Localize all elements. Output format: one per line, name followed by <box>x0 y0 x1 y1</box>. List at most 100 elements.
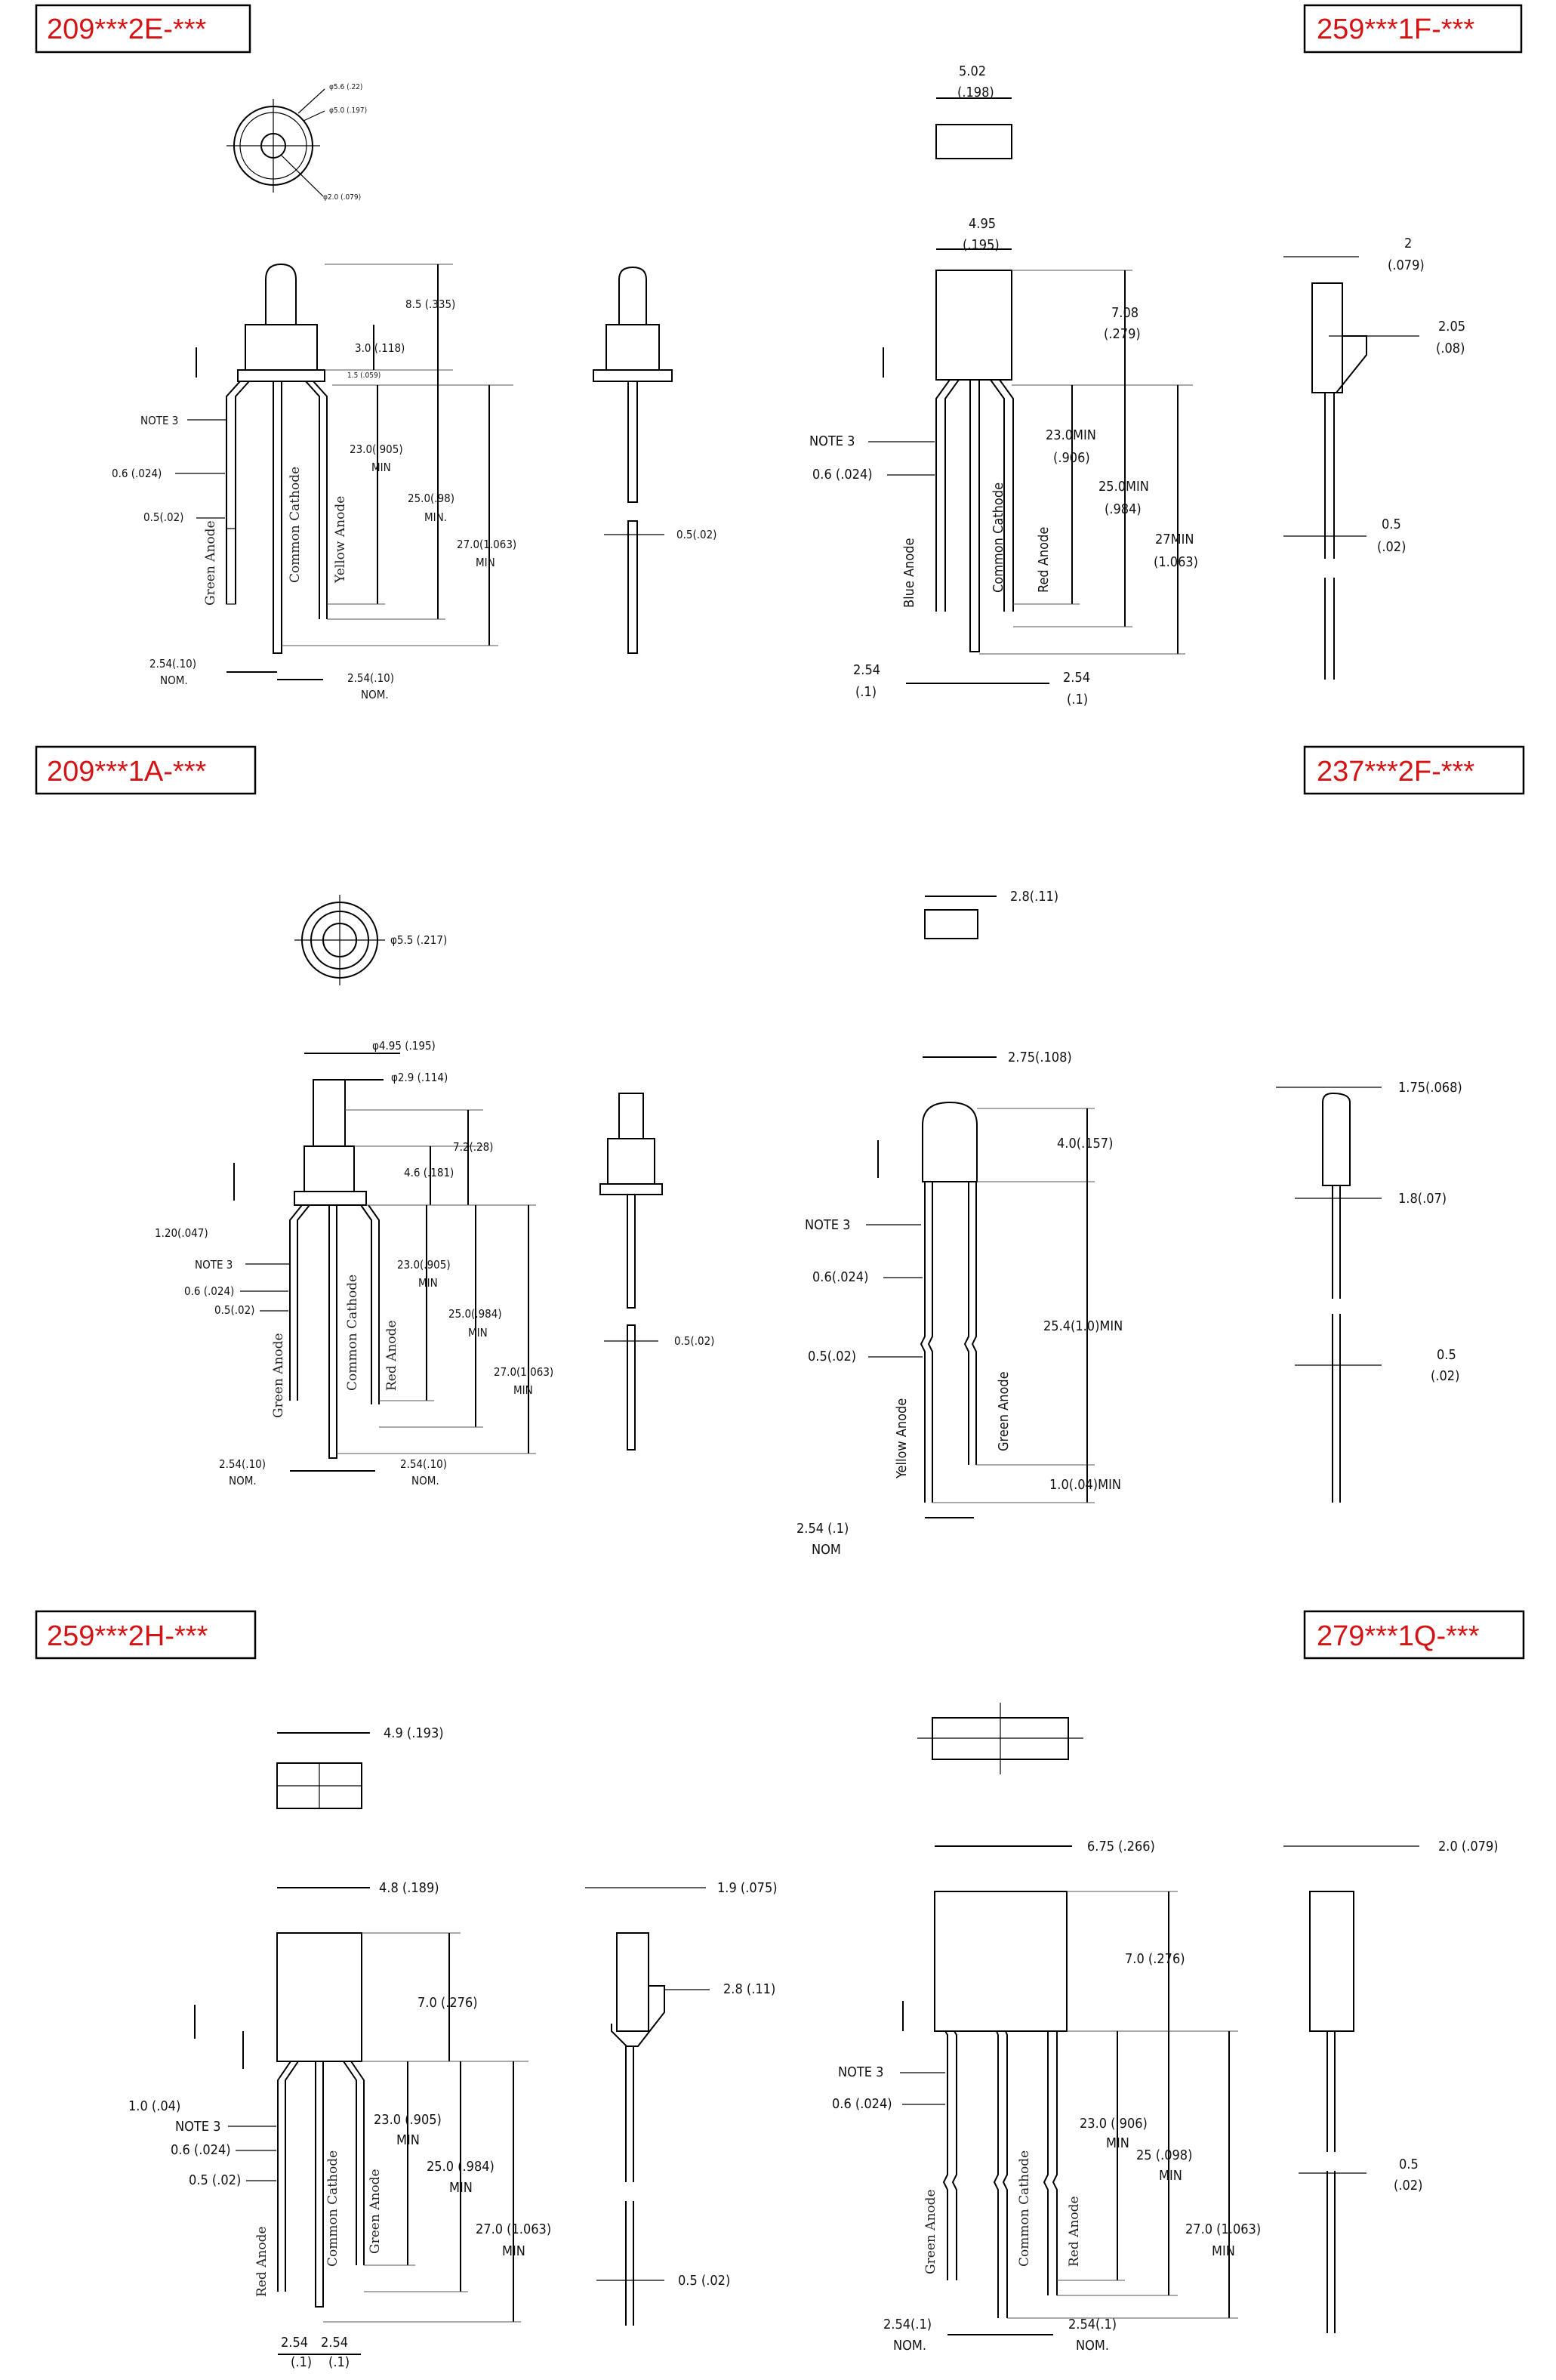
pin-label: Common Cathode <box>345 1275 360 1391</box>
dim-label: (.02) <box>1394 2178 1422 2193</box>
note-label: NOTE 3 <box>140 414 178 427</box>
dim-label: 0.5(.02) <box>143 510 183 524</box>
dim-label: 4.9 (.193) <box>384 1725 444 1741</box>
dim-label: 2.05 <box>1438 319 1465 334</box>
dim-label: 2.54 <box>281 2335 308 2351</box>
dim-label: 4.6 (.181) <box>404 1166 454 1179</box>
dim-label: 4.0(.157) <box>1057 1136 1113 1151</box>
dim-label: 4.8 (.189) <box>379 1880 439 1896</box>
note-label: NOTE 3 <box>809 433 855 449</box>
dim-label: 0.6 (.024) <box>832 2096 892 2112</box>
dim-label: 0.5(.02) <box>674 1334 714 1348</box>
dim-label: 27.0(1.063) <box>457 538 516 551</box>
panel-209-1A: φ5.5 (.217) φ4.95 (.195) φ2.9 (.114) 7.2… <box>155 895 714 1488</box>
dim-label: 8.5 (.335) <box>405 298 455 311</box>
dim-label: 2.54(.10) <box>219 1457 266 1471</box>
dim-label: 2.8 (.11) <box>723 1981 775 1997</box>
dim-label: 23.0MIN <box>1046 427 1096 443</box>
led-side-view <box>1322 1092 1351 1503</box>
dim-label: MIN <box>371 461 391 474</box>
dim-label: (.1) <box>328 2354 350 2370</box>
part-number-label: 237***2F-*** <box>1317 756 1474 788</box>
dim-label: 25.0MIN <box>1098 479 1149 495</box>
dim-label: MIN <box>502 2243 525 2259</box>
dim-label: 27.0(1.063) <box>494 1365 553 1379</box>
dim-label: 27MIN <box>1155 532 1194 547</box>
dim-label: NOM. <box>160 674 188 687</box>
led-side-view <box>599 1093 663 1451</box>
dim-label: 0.5(.02) <box>676 528 716 541</box>
dim-label: 7.2(.28) <box>453 1140 493 1154</box>
dim-label: MIN <box>1212 2243 1235 2259</box>
dim-label: 23.0 (.906) <box>1080 2116 1148 2132</box>
pin-label: Common Cathode <box>288 467 303 583</box>
led-front-view <box>934 1891 1068 2318</box>
led-side-view <box>593 266 673 654</box>
dim-label: 2.8(.11) <box>1010 889 1058 905</box>
pin-label: Red Anode <box>1036 527 1052 593</box>
panel-259-1F: 5.02 (.198) 4.95 (.195) 7.08 (.279) NOTE… <box>809 63 1465 708</box>
part-number-box-3: 209***1A-*** <box>35 745 257 795</box>
dim-label: 1.5 (.059) <box>347 371 381 380</box>
dim-label: φ2.0 (.079) <box>323 193 361 202</box>
dim-label: 7.08 <box>1111 305 1138 321</box>
dim-label: 2 <box>1404 236 1412 251</box>
dim-label: MIN <box>476 556 495 569</box>
dim-label: 1.8(.07) <box>1398 1191 1447 1207</box>
dim-label: 2.54(.10) <box>149 657 196 671</box>
dim-label: 1.75(.068) <box>1398 1080 1462 1096</box>
dim-label: φ5.5 (.217) <box>390 933 447 947</box>
top-view-rect <box>276 1762 362 1809</box>
pin-label: Green Anode <box>368 2169 383 2254</box>
pin-label: Green Anode <box>923 2189 938 2274</box>
dim-label: (.195) <box>963 237 1000 253</box>
part-number-label: 259***2H-*** <box>47 1620 208 1652</box>
pin-label: Green Anode <box>271 1333 286 1418</box>
top-view-rect <box>924 909 978 939</box>
dim-label: 27.0 (1.063) <box>476 2221 551 2237</box>
dim-label: 0.5 <box>1382 516 1401 532</box>
part-number-box-2: 259***1F-*** <box>1303 4 1523 54</box>
dim-label: 0.6 (.024) <box>171 2142 231 2158</box>
pin-label: Yellow Anode <box>333 496 348 584</box>
dim-label: 1.20(.047) <box>155 1226 208 1240</box>
part-number-box-4: 237***2F-*** <box>1303 745 1525 795</box>
part-number-label: 279***1Q-*** <box>1317 1620 1480 1652</box>
dim-label: NOM <box>812 1542 841 1558</box>
dim-label: 2.54(.1) <box>883 2317 932 2332</box>
panel-259-2H: 4.9 (.193) 4.8 (.189) 7.0 (.276) 1.0 (.0… <box>128 1725 778 2370</box>
top-view-circle <box>226 88 325 197</box>
dim-label: (.08) <box>1436 341 1465 356</box>
dim-label: 0.5 <box>1437 1347 1456 1363</box>
dim-label: 4.95 <box>969 216 996 232</box>
dim-label: 25.0(.984) <box>448 1307 502 1321</box>
panel-279-1Q: 6.75 (.266) 7.0 (.276) NOTE 3 0.6 (.024)… <box>832 1703 1499 2354</box>
dim-label: (.984) <box>1105 501 1142 517</box>
dim-label: 23.0(.905) <box>350 442 403 456</box>
part-number-label: 259***1F-*** <box>1317 14 1474 45</box>
dim-label: 27.0 (1.063) <box>1185 2221 1261 2237</box>
dim-label: (.279) <box>1104 326 1141 342</box>
led-front-view <box>289 1079 380 1459</box>
part-number-box-1: 209***2E-*** <box>35 4 251 54</box>
pin-label: Common Cathode <box>1017 2150 1032 2267</box>
dim-label: 0.6 (.024) <box>812 467 873 482</box>
note-label: NOTE 3 <box>195 1258 233 1272</box>
dim-label: 2.0 (.079) <box>1438 1839 1499 1854</box>
dim-label: 23.0(.905) <box>397 1258 451 1272</box>
dim-label: MIN <box>418 1276 438 1290</box>
top-view-rect <box>935 124 1012 159</box>
dim-label: 2.54(.1) <box>1068 2317 1117 2332</box>
led-front-view <box>276 1932 365 2308</box>
note-label: NOTE 3 <box>838 2064 883 2080</box>
pin-label: Green Anode <box>203 520 218 606</box>
dim-label: 7.0 (.276) <box>418 1995 478 2011</box>
dim-label: (.1) <box>1067 692 1088 708</box>
top-view-rect <box>917 1703 1083 1774</box>
dim-label: 1.9 (.075) <box>717 1880 778 1896</box>
dim-label: MIN <box>468 1326 488 1340</box>
dim-label: (.198) <box>957 85 994 100</box>
led-front-view <box>920 1101 978 1503</box>
led-side-view <box>1309 1891 1354 2333</box>
dim-label: 0.6 (.024) <box>184 1284 234 1298</box>
